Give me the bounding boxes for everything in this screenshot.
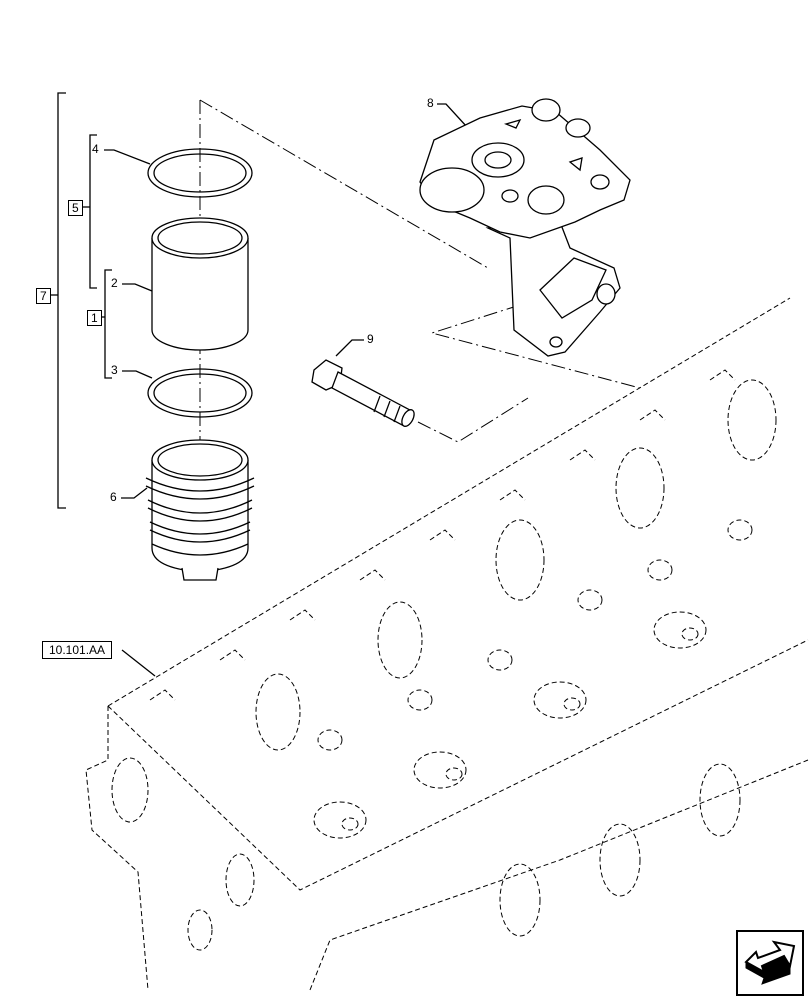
- next-page-button[interactable]: [736, 930, 804, 996]
- callout-6[interactable]: 6: [110, 490, 117, 504]
- callout-8[interactable]: 8: [427, 96, 434, 110]
- grouping-brackets: [51, 92, 112, 509]
- callout-2[interactable]: 2: [111, 276, 118, 290]
- filter-sleeve: [151, 217, 249, 351]
- o-ring-lower: [147, 368, 253, 418]
- reference-label[interactable]: 10.101.AA: [42, 641, 113, 659]
- o-ring-upper: [147, 148, 253, 198]
- callout-3[interactable]: 3: [111, 363, 118, 377]
- callout-1[interactable]: 1: [87, 310, 102, 326]
- callout-4[interactable]: 4: [92, 142, 99, 156]
- leader-lines: [104, 103, 468, 677]
- flange-bolt: [311, 359, 415, 427]
- next-page-arrow-icon: [744, 940, 796, 985]
- callout-9[interactable]: 9: [367, 332, 374, 346]
- engine-cylinder-head-outline: [85, 297, 809, 991]
- fuel-filter-element: [145, 439, 255, 581]
- filter-head: [419, 98, 631, 357]
- callout-7[interactable]: 7: [36, 288, 51, 304]
- callout-5[interactable]: 5: [68, 200, 83, 216]
- assembly-center-lines: [199, 99, 641, 470]
